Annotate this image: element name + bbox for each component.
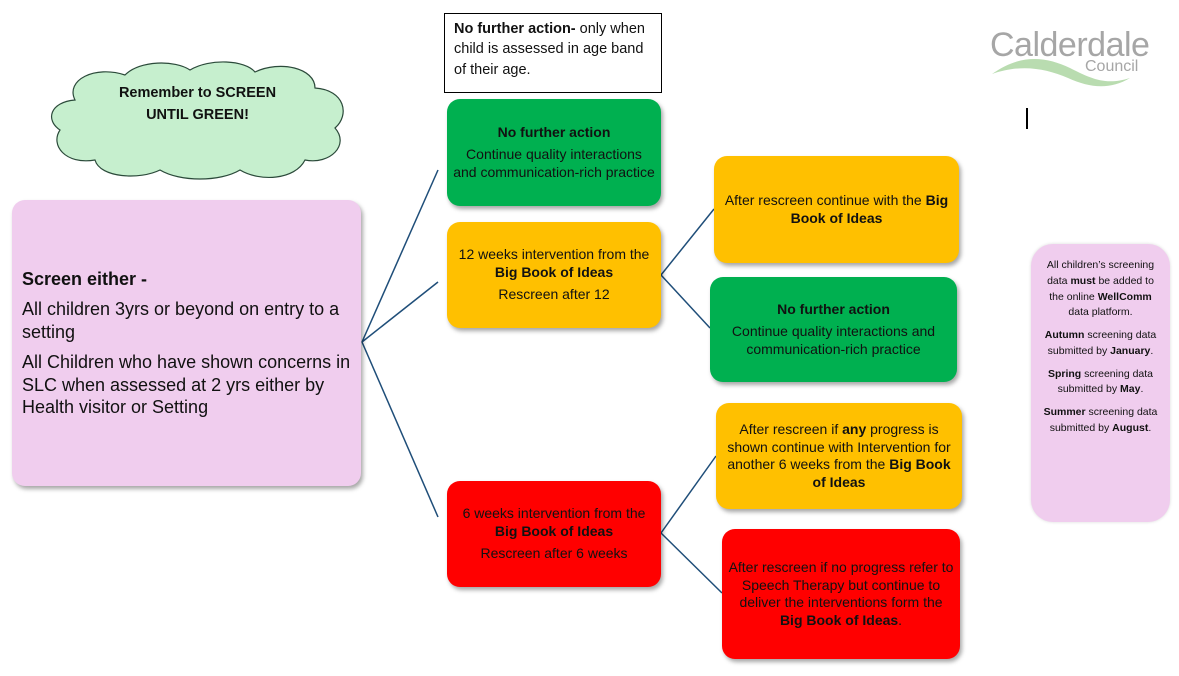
reminder-cloud: Remember to SCREEN UNTIL GREEN! xyxy=(45,60,350,182)
refer-pre: After rescreen if no progress refer to S… xyxy=(728,559,954,610)
level1-red-box: 6 weeks intervention from the Big Book o… xyxy=(447,481,661,587)
refer-post: . xyxy=(898,611,903,628)
info-period: . xyxy=(1140,383,1144,396)
screen-criteria-box: Screen either - All children 3yrs or bey… xyxy=(12,200,361,486)
info-autumn-month: January xyxy=(1110,344,1151,357)
level1-green-box: No further action Continue quality inter… xyxy=(447,99,661,206)
connector-amber-to-continue xyxy=(660,208,715,276)
logo-name: Calderdale xyxy=(990,26,1150,64)
continue-pre: After rescreen continue with the xyxy=(724,192,926,208)
info-period: . xyxy=(1150,344,1154,357)
level1-amber-pre: 12 weeks intervention from the xyxy=(458,246,650,263)
no-further-action-note: No further action- only when child is as… xyxy=(444,13,662,93)
info-summer-label: Summer xyxy=(1043,406,1086,418)
info-p1-wellcomm: WellComm xyxy=(1097,290,1152,303)
screen-item-2: All Children who have shown concerns in … xyxy=(22,352,351,417)
continue-bold: Big Book of Ideas xyxy=(790,192,949,226)
logo-swoosh-icon xyxy=(992,58,1130,87)
cloud-line-1: Remember to SCREEN xyxy=(118,85,277,101)
connector-screen-to-amber xyxy=(361,281,439,343)
level1-green-text: Continue quality interactions and commun… xyxy=(453,146,655,180)
logo-sub: Council xyxy=(1085,58,1139,75)
info-spring-month: May xyxy=(1120,383,1141,396)
level1-red-rescreen: Rescreen after 6 weeks xyxy=(480,545,628,562)
refer-bold: Big Book of Ideas xyxy=(779,611,899,628)
info-summer-month: August xyxy=(1112,421,1149,434)
level2-amber-progress-box: After rescreen if any progress is shown … xyxy=(716,403,962,509)
connector-screen-to-green xyxy=(361,169,439,343)
text-cursor xyxy=(1026,108,1028,129)
level2-nfa-text: Continue quality interactions and commun… xyxy=(731,323,936,357)
level2-green-nfa-box: No further action Continue quality inter… xyxy=(710,277,957,382)
info-spring-label: Spring xyxy=(1047,367,1082,380)
info-p1-post: data platform. xyxy=(1068,306,1133,319)
info-period: . xyxy=(1148,421,1152,434)
progress-bold-any: any xyxy=(842,421,867,437)
connector-red-to-progress xyxy=(660,455,717,534)
level2-nfa-title: No further action xyxy=(777,300,890,317)
info-p1-pre: All children’s screening data xyxy=(1046,259,1155,287)
level1-amber-box: 12 weeks intervention from the Big Book … xyxy=(447,222,661,328)
connector-red-to-refer xyxy=(660,532,723,594)
level1-green-title: No further action xyxy=(497,123,611,140)
level2-amber-continue-box: After rescreen continue with the Big Boo… xyxy=(714,156,959,263)
data-submission-info-box: All children’s screening data must be ad… xyxy=(1031,244,1170,522)
info-autumn-text: screening data submitted by xyxy=(1047,329,1157,357)
info-p1-mid: be added to the online xyxy=(1049,274,1154,303)
calderdale-council-logo: Calderdale Council xyxy=(990,26,1150,96)
progress-mid: progress is shown continue with Interven… xyxy=(727,421,951,472)
progress-bold-book: Big Book of Ideas xyxy=(812,456,951,490)
connector-amber-to-nfa xyxy=(660,274,711,329)
cloud-line-2: UNTIL GREEN! xyxy=(146,107,249,124)
note-text: only when child is assessed in age band … xyxy=(454,21,645,78)
screen-heading: Screen either - xyxy=(22,268,148,289)
level1-amber-bold: Big Book of Ideas xyxy=(494,263,614,280)
level1-amber-rescreen: Rescreen after 12 xyxy=(498,286,610,303)
level1-red-pre: 6 weeks intervention from the xyxy=(462,505,646,522)
cloud-text: Remember to SCREEN UNTIL GREEN! xyxy=(45,82,350,127)
info-autumn-label: Autumn xyxy=(1044,329,1085,341)
info-spring-text: screening data submitted by xyxy=(1057,367,1154,396)
info-p1-must: must xyxy=(1070,274,1096,287)
info-summer-text: screening data submitted by xyxy=(1049,406,1158,434)
progress-pre: After rescreen if xyxy=(739,421,843,437)
cloud-shape xyxy=(50,61,344,180)
level1-red-bold: Big Book of Ideas xyxy=(494,522,614,539)
level2-red-refer-box: After rescreen if no progress refer to S… xyxy=(722,529,960,659)
connector-screen-to-red xyxy=(361,341,439,518)
note-bold: No further action- xyxy=(454,21,576,37)
screen-item-1: All children 3yrs or beyond on entry to … xyxy=(22,299,340,342)
